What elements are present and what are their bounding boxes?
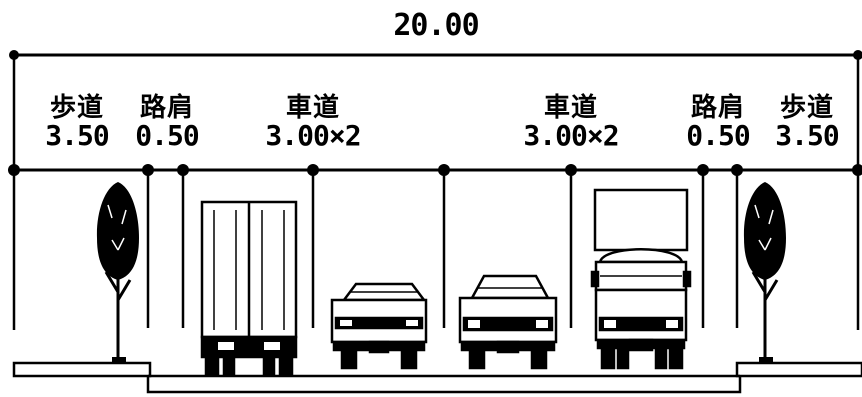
section-width: 0.50 xyxy=(686,119,750,152)
truck-icon xyxy=(590,188,692,370)
car-icon xyxy=(458,274,558,370)
label-carriageway-left: 車道 3.00×2 xyxy=(248,95,378,150)
section-name: 路肩 xyxy=(690,93,745,123)
label-carriageway-right: 車道 3.00×2 xyxy=(506,95,636,150)
dim-node xyxy=(438,164,450,176)
section-name: 歩道 xyxy=(49,93,104,123)
road-base xyxy=(146,376,742,394)
tree-icon xyxy=(96,182,139,362)
dim-node xyxy=(9,50,19,60)
dim-node xyxy=(565,164,577,176)
total-width-label: 20.00 xyxy=(393,8,479,43)
dim-node xyxy=(142,164,154,176)
section-width: 0.50 xyxy=(135,119,199,152)
label-shoulder-left: 路肩 0.50 xyxy=(132,95,202,150)
section-width: 3.50 xyxy=(775,119,839,152)
section-width: 3.50 xyxy=(45,119,109,152)
section-name: 路肩 xyxy=(139,93,194,123)
section-width: 3.00×2 xyxy=(265,119,361,152)
tree-icon xyxy=(743,182,786,362)
sidewalk-left xyxy=(12,361,152,378)
label-shoulder-right: 路肩 0.50 xyxy=(683,95,753,150)
section-name: 歩道 xyxy=(779,93,834,123)
section-name: 車道 xyxy=(543,93,598,123)
section-name: 車道 xyxy=(285,93,340,123)
car-icon xyxy=(330,282,428,370)
dim-node xyxy=(8,164,20,176)
dim-node xyxy=(697,164,709,176)
label-sidewalk-left: 歩道 3.50 xyxy=(42,95,112,150)
label-sidewalk-right: 歩道 3.50 xyxy=(772,95,842,150)
dim-node xyxy=(731,164,743,176)
ground-profile xyxy=(12,361,862,394)
truck-icon xyxy=(200,200,298,376)
dim-node xyxy=(852,164,862,176)
dim-node xyxy=(177,164,189,176)
section-width: 3.00×2 xyxy=(523,119,619,152)
sidewalk-right xyxy=(735,361,862,378)
dim-node xyxy=(307,164,319,176)
